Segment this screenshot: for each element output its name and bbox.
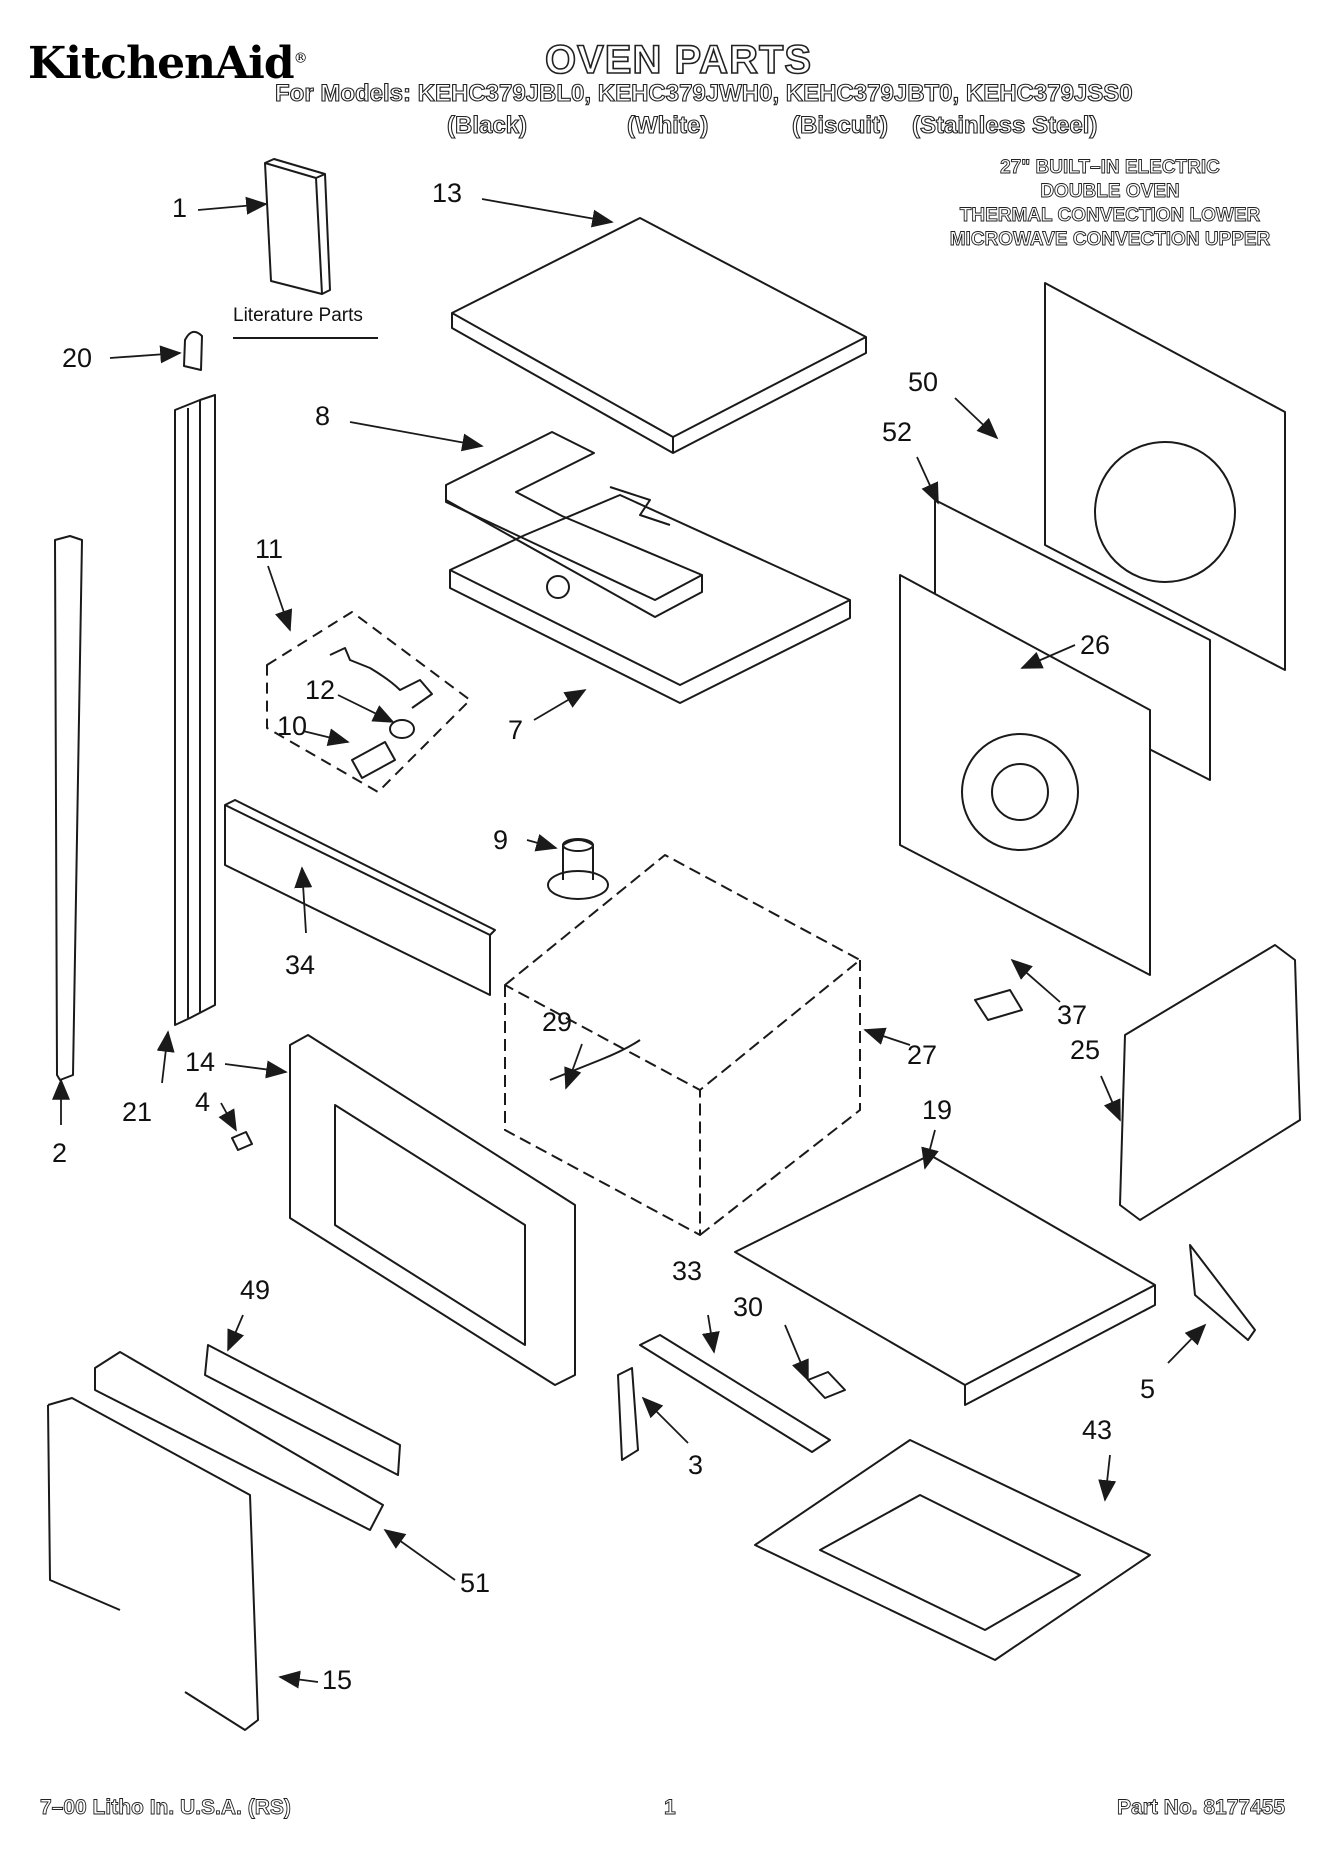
callout-3: 3 bbox=[688, 1450, 704, 1480]
part-top-insulation bbox=[451, 217, 867, 454]
product-description: 27" BUILT–IN ELECTRIC DOUBLE OVEN THERMA… bbox=[900, 156, 1320, 252]
part-gasket-side bbox=[47, 1404, 121, 1611]
part-front-frame bbox=[289, 1034, 576, 1386]
part-vent-trim bbox=[94, 1351, 384, 1531]
part-bracket bbox=[204, 1344, 401, 1476]
part-side-trim bbox=[174, 394, 216, 1026]
part-bulb bbox=[389, 719, 415, 739]
callout-43: 43 bbox=[1082, 1415, 1113, 1445]
callout-27: 27 bbox=[907, 1040, 938, 1070]
page-number: 1 bbox=[664, 1796, 677, 1820]
part-wire bbox=[329, 647, 433, 709]
part-rear-panel bbox=[1044, 282, 1286, 671]
part-screw bbox=[231, 1131, 253, 1151]
part-motor bbox=[547, 838, 609, 900]
part-clip bbox=[807, 1371, 846, 1399]
description-line: MICROWAVE CONVECTION UPPER bbox=[949, 229, 1271, 251]
part-bottom-pan bbox=[754, 1439, 1151, 1661]
variant-biscuit: (Biscuit) bbox=[791, 111, 888, 139]
part-wiring-group bbox=[266, 611, 471, 793]
callout-2: 2 bbox=[52, 1138, 68, 1168]
callout-10: 10 bbox=[277, 711, 308, 741]
page-title: OVEN PARTS bbox=[544, 37, 813, 83]
callout-1: 1 bbox=[172, 193, 188, 223]
variant-stainless: (Stainless Steel) bbox=[911, 111, 1098, 139]
callout-52: 52 bbox=[882, 417, 913, 447]
part-gasket bbox=[47, 1397, 259, 1731]
brand-logo: KitchenAid® bbox=[28, 38, 308, 89]
part-small-bracket bbox=[617, 1367, 639, 1461]
callout-9: 9 bbox=[493, 825, 509, 855]
callout-5: 5 bbox=[1140, 1374, 1156, 1404]
description-line: DOUBLE OVEN bbox=[1040, 181, 1180, 203]
part-insulation-frame bbox=[445, 431, 703, 618]
callout-49: 49 bbox=[240, 1275, 271, 1305]
part-corner-plate bbox=[1189, 1244, 1256, 1341]
callout-25: 25 bbox=[1070, 1035, 1101, 1065]
callout-33: 33 bbox=[672, 1256, 703, 1286]
part-oven-top bbox=[449, 486, 851, 704]
registered-mark: ® bbox=[293, 50, 308, 67]
callout-21: 21 bbox=[122, 1097, 153, 1127]
model-list: For Models: KEHC379JBL0, KEHC379JWH0, KE… bbox=[274, 79, 1133, 107]
callout-8: 8 bbox=[315, 401, 331, 431]
callout-37: 37 bbox=[1057, 1000, 1088, 1030]
literature-parts-label: Literature Parts bbox=[233, 305, 363, 326]
callout-29: 29 bbox=[542, 1007, 573, 1037]
part-vent-grille bbox=[224, 799, 496, 996]
callout-26: 26 bbox=[1080, 630, 1111, 660]
brand-name: KitchenAid bbox=[28, 38, 295, 89]
part-literature bbox=[264, 158, 331, 295]
callout-19: 19 bbox=[922, 1095, 953, 1125]
part-lower-duct bbox=[734, 1154, 1156, 1406]
description-line: THERMAL CONVECTION LOWER bbox=[959, 205, 1261, 227]
variant-white: (White) bbox=[626, 111, 709, 139]
part-plug bbox=[183, 330, 203, 371]
callout-15: 15 bbox=[322, 1665, 353, 1695]
part-convection-plate bbox=[899, 574, 1151, 976]
callout-4: 4 bbox=[195, 1087, 211, 1117]
part-oven-cavity bbox=[504, 854, 861, 1236]
callout-14: 14 bbox=[185, 1047, 216, 1077]
callout-11: 11 bbox=[255, 534, 284, 564]
callout-leaders bbox=[52, 196, 1207, 1689]
part-thermostat bbox=[974, 989, 1023, 1021]
part-rail bbox=[639, 1334, 831, 1453]
part-side-panel bbox=[1119, 944, 1301, 1221]
part-thin-trim bbox=[54, 535, 83, 1081]
callout-50: 50 bbox=[908, 367, 939, 397]
callout-12: 12 bbox=[305, 675, 336, 705]
callout-51: 51 bbox=[460, 1568, 491, 1598]
callout-30: 30 bbox=[733, 1292, 764, 1322]
part-lens bbox=[351, 741, 396, 779]
part-sensor-wire bbox=[549, 1039, 641, 1081]
callout-20: 20 bbox=[62, 343, 93, 373]
description-line: 27" BUILT–IN ELECTRIC bbox=[1000, 157, 1221, 179]
callout-34: 34 bbox=[285, 950, 316, 980]
print-info: 7–00 Litho In. U.S.A. (RS) bbox=[40, 1796, 292, 1820]
callout-13: 13 bbox=[432, 178, 463, 208]
variant-black: (Black) bbox=[446, 111, 528, 139]
callout-7: 7 bbox=[508, 715, 524, 745]
part-number: Part No. 8177455 bbox=[1117, 1796, 1286, 1820]
